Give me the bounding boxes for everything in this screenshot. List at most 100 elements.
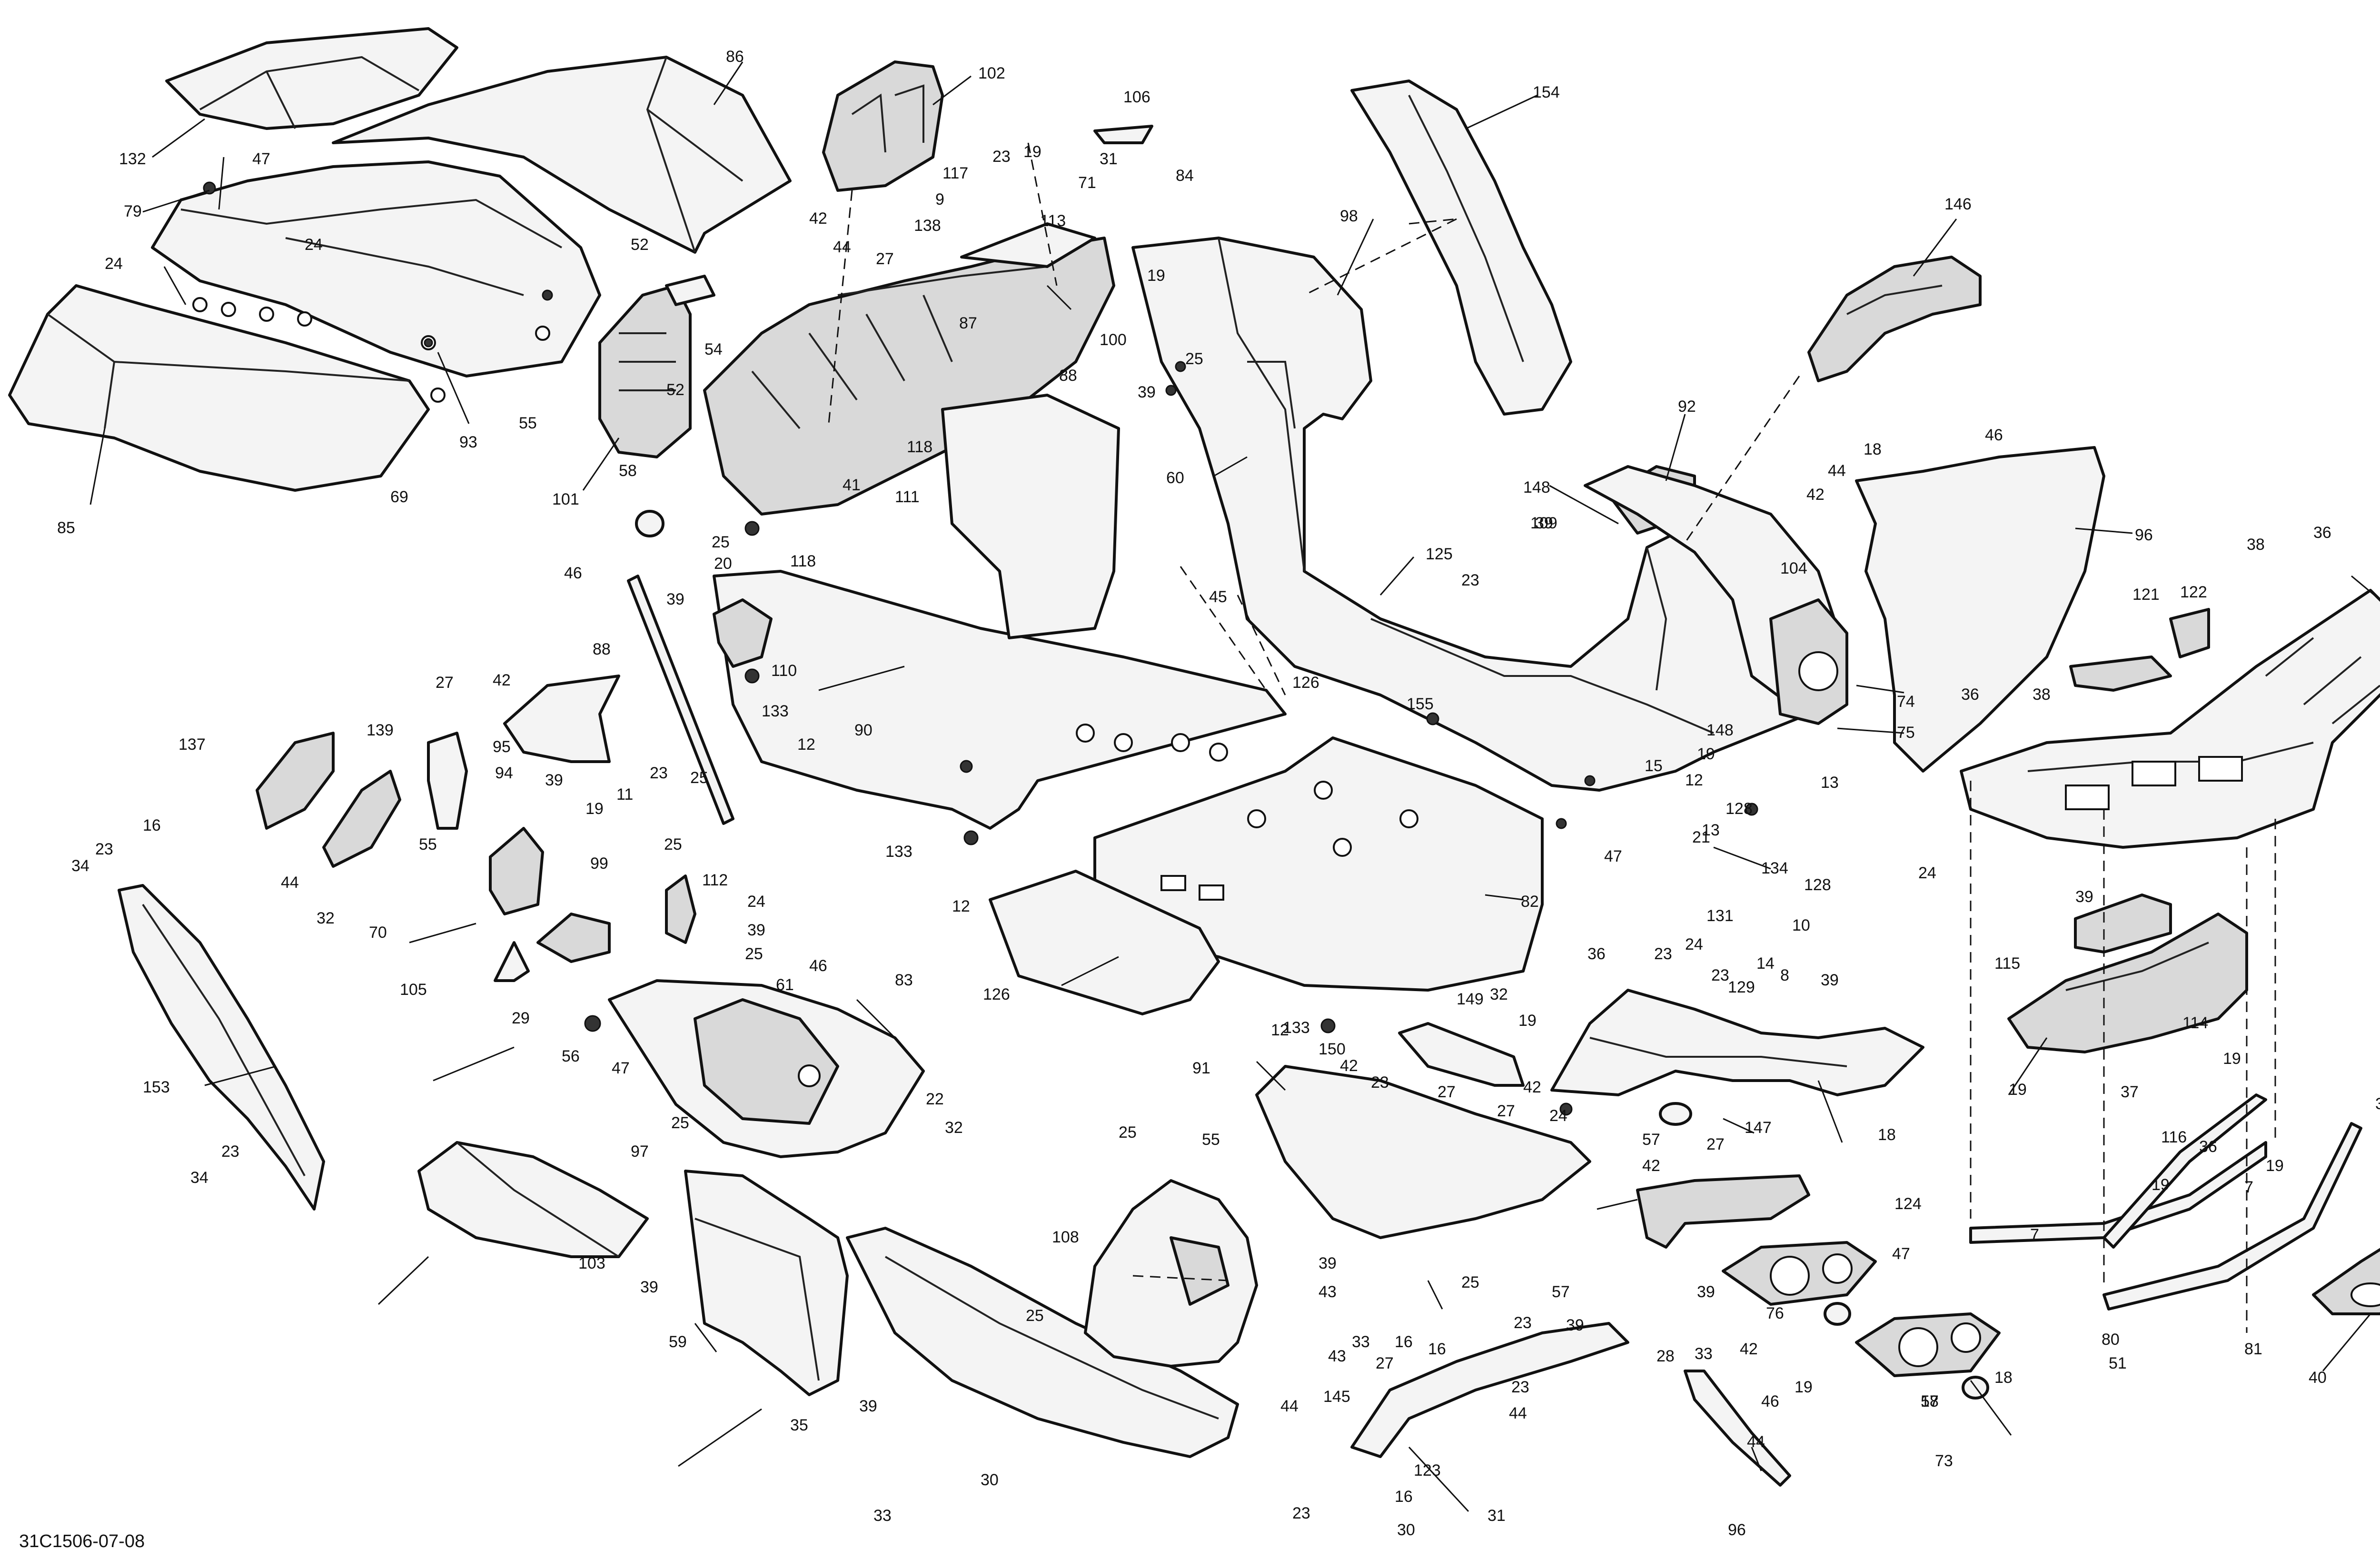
fasteners — [203, 181, 1758, 1116]
callout: 111 — [895, 488, 920, 506]
callout: 44 — [833, 238, 851, 256]
callout: 88 — [1059, 367, 1077, 385]
callout: 76 — [1766, 1304, 1784, 1322]
part-154-fender-flare — [1350, 79, 1572, 416]
part-96-flap-upper — [1855, 446, 2105, 773]
part-126-floor-liner-lower — [989, 870, 1220, 1015]
callout: 7 — [2030, 1226, 2039, 1244]
callout: 33 — [873, 1507, 892, 1525]
callout: 131 — [1706, 907, 1734, 925]
callout: 57 — [1552, 1283, 1570, 1301]
callout: 112 — [702, 871, 728, 889]
callout: 24 — [105, 255, 123, 273]
callout: 71 — [1078, 174, 1096, 192]
callout: 38 — [2033, 685, 2051, 704]
callout: 15 — [1645, 757, 1663, 775]
callout: 125 — [1426, 545, 1453, 563]
part-93-front-fascia — [151, 160, 601, 403]
callout: 39 — [545, 771, 563, 789]
callout: 90 — [854, 721, 873, 739]
callout: 155 — [1407, 695, 1434, 713]
callout: 12 — [952, 897, 970, 915]
callout: 45 — [1209, 588, 1227, 606]
callout: 34 — [71, 857, 89, 875]
callout: 42 — [493, 671, 511, 689]
callout: 23 — [221, 1142, 239, 1161]
callout: 128 — [1726, 800, 1753, 818]
callout: 23 — [1371, 1073, 1389, 1092]
callout: 25 — [664, 835, 682, 854]
callout: 116 — [2161, 1128, 2187, 1146]
callout: 23 — [992, 148, 1011, 166]
callout: 7 — [2244, 1178, 2253, 1196]
callout: 16 — [143, 816, 161, 834]
callout: 24 — [1685, 935, 1703, 953]
part-106-clip — [1093, 125, 1153, 144]
callout: 57 — [1921, 1392, 1939, 1410]
callout: 18 — [1994, 1369, 2013, 1387]
callout: 118 — [790, 552, 816, 570]
callout: 42 — [1740, 1340, 1758, 1358]
callout: 19 — [585, 800, 604, 818]
callout: 19 — [1147, 267, 1165, 285]
callout: 23 — [1461, 571, 1479, 589]
callout: 52 — [666, 381, 684, 399]
callout: 39 — [1319, 1254, 1337, 1272]
callout: 94 — [495, 764, 513, 782]
callout: 28 — [1656, 1347, 1675, 1365]
part-105-clip — [494, 941, 530, 982]
callout: 55 — [1202, 1131, 1220, 1149]
callout: 39 — [1697, 1283, 1715, 1301]
callout: 31 — [1100, 150, 1118, 168]
callout: 133 — [1283, 1019, 1310, 1037]
callout: 32 — [317, 909, 335, 927]
callout: 23 — [1514, 1314, 1532, 1332]
callout: 97 — [631, 1142, 649, 1161]
callout: 129 — [1728, 978, 1755, 996]
callout: 126 — [1292, 674, 1319, 692]
callout: 73 — [1935, 1452, 1953, 1470]
callout: 85 — [57, 519, 75, 537]
callout: 38 — [2247, 536, 2265, 554]
callout: 122 — [2180, 583, 2207, 601]
callout: 27 — [876, 250, 894, 268]
callout: 149 — [1457, 990, 1484, 1008]
callout: 30 — [981, 1471, 999, 1489]
callout: 153 — [143, 1078, 170, 1096]
part-115-pad — [2074, 894, 2172, 953]
callout: 123 — [1414, 1461, 1441, 1480]
callout: 115 — [1994, 954, 2020, 973]
part-107-bracket — [2312, 1248, 2380, 1315]
part-64-rear-rack — [1960, 589, 2380, 849]
callout: 55 — [419, 835, 437, 854]
callout: 19 — [1023, 143, 1041, 161]
callout: 69 — [390, 488, 408, 506]
callout: 39 — [1138, 383, 1156, 401]
callout: 19 — [2152, 1176, 2170, 1194]
callout: 18 — [1878, 1126, 1896, 1144]
callout: 134 — [1761, 859, 1788, 877]
callout: 16 — [1395, 1488, 1413, 1506]
callout: 104 — [1780, 559, 1807, 577]
callout: 27 — [436, 674, 454, 692]
callout: 59 — [669, 1333, 687, 1351]
callout: 25 — [1461, 1273, 1479, 1291]
callout: 95 — [493, 738, 511, 756]
callout: 41 — [843, 476, 861, 494]
part-147-side-rail — [1550, 989, 1924, 1096]
part-94-bracket — [427, 732, 468, 830]
callout: 47 — [612, 1059, 630, 1077]
callout: 121 — [2132, 586, 2160, 604]
callout: 43 — [1328, 1347, 1346, 1365]
callout: 57 — [1642, 1131, 1660, 1149]
callout: 19 — [1518, 1012, 1537, 1030]
callout: 39 — [859, 1397, 877, 1415]
callout: 27 — [1438, 1083, 1456, 1101]
callout: 33 — [1695, 1345, 1713, 1363]
callout: 23 — [1711, 966, 1729, 984]
callout: 12 — [797, 735, 815, 754]
callout: 23 — [1292, 1504, 1310, 1522]
drawing-reference-code: 31C1506-07-08 — [19, 1531, 145, 1551]
callout: 20 — [714, 555, 732, 573]
